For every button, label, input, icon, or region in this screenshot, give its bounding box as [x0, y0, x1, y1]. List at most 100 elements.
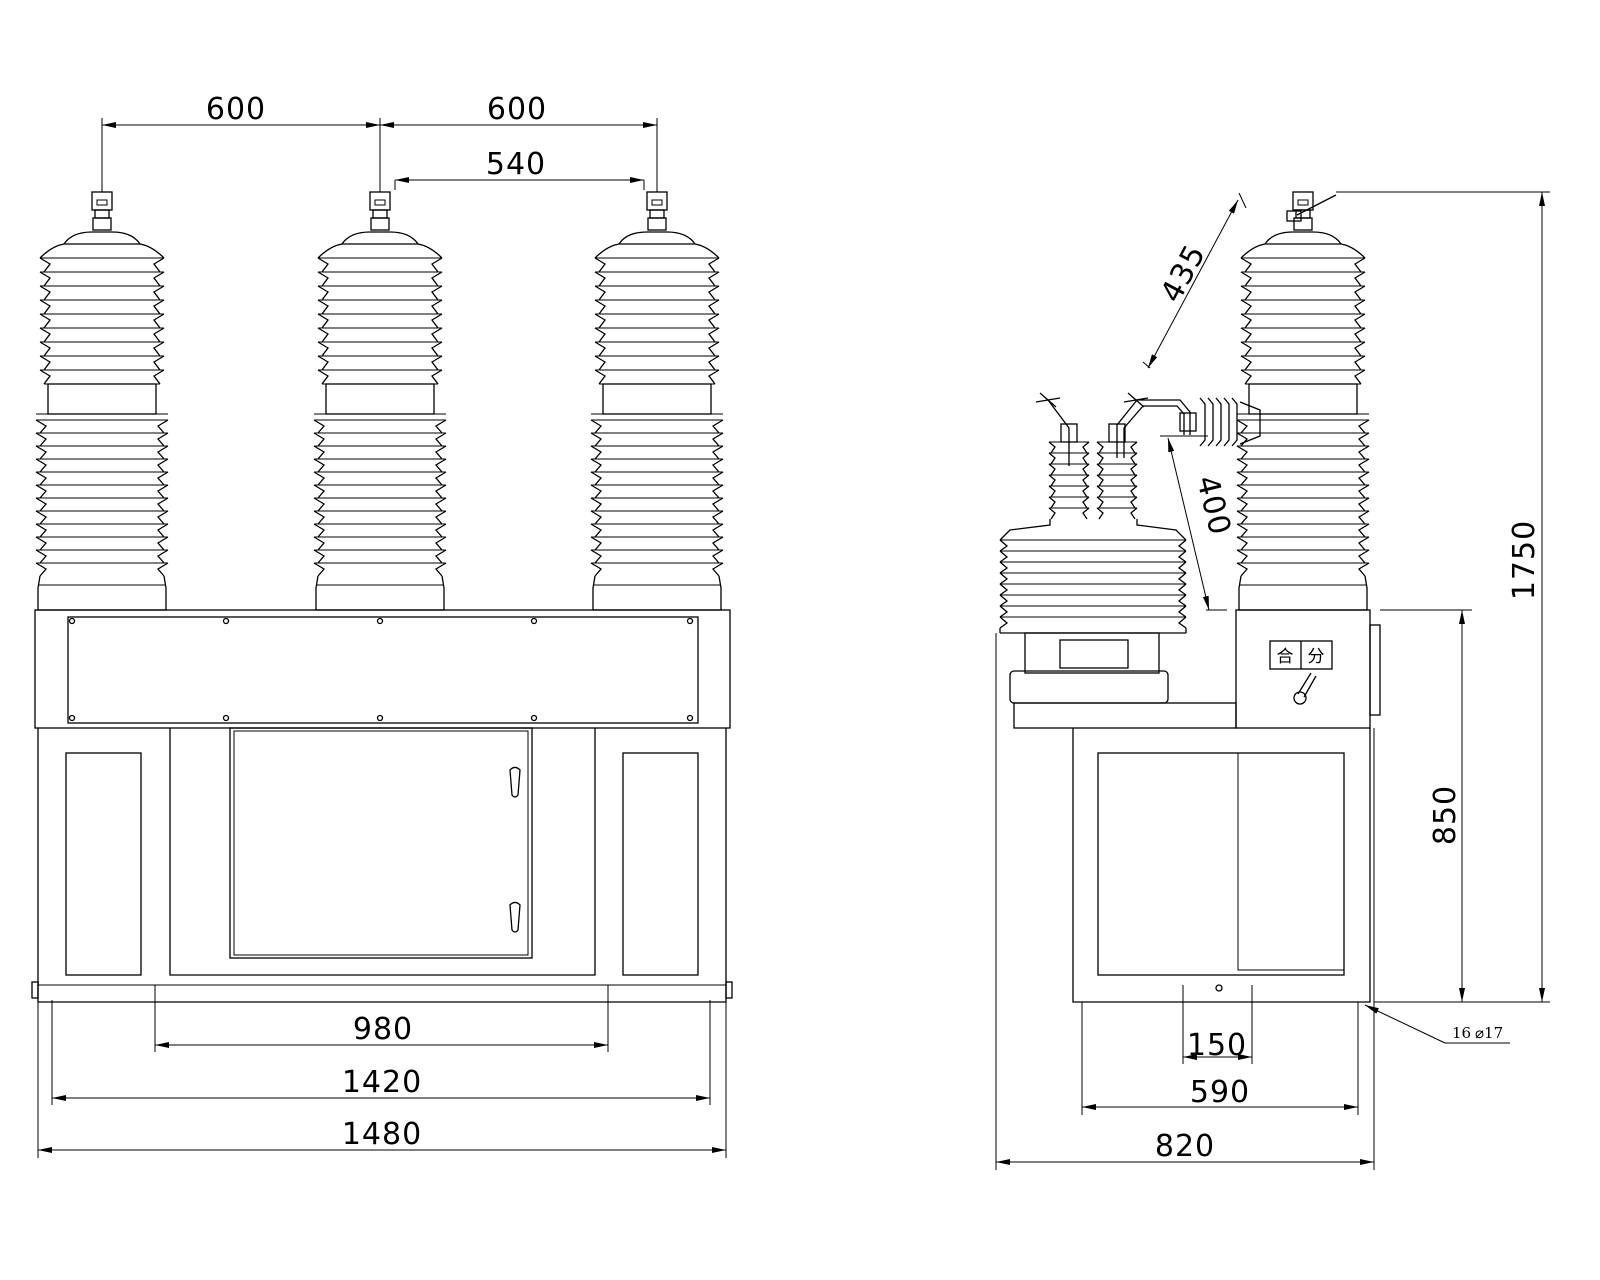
side-frame [1072, 728, 1371, 1003]
shed [313, 471, 447, 486]
shed [317, 327, 443, 343]
shed [35, 471, 169, 486]
terminal-slot [651, 199, 663, 206]
shed [35, 510, 169, 525]
shed [590, 497, 724, 512]
shed [1236, 523, 1370, 538]
shed [35, 523, 169, 538]
side-top-terminal [1286, 194, 1337, 222]
shed [317, 299, 443, 315]
ct-shed [1048, 496, 1090, 509]
shed [1240, 355, 1366, 371]
shed [39, 271, 165, 287]
panel-bolt [686, 714, 694, 722]
dim-overall-height: 1750 [1336, 191, 1550, 1003]
door-handle-upper [509, 766, 521, 798]
dim-lead-length: 435 [1142, 192, 1247, 369]
ct-shed [1096, 452, 1138, 465]
shed [1236, 510, 1370, 525]
bushing-shed [1223, 397, 1230, 447]
panel-bolt [222, 617, 230, 625]
panel-bolt [376, 714, 384, 722]
ct-shed [999, 583, 1187, 596]
shed [1240, 299, 1366, 315]
dim-1480: 1480 [342, 1117, 422, 1152]
shed [313, 432, 447, 447]
insulator-top-shed [594, 243, 720, 259]
cabinet-door-inner [233, 730, 529, 956]
dim-600-left: 600 [206, 92, 266, 127]
shed [313, 562, 447, 577]
insulator-top-dome [618, 231, 696, 245]
terminal-cap [646, 191, 668, 211]
shed [1236, 562, 1370, 577]
dim-400: 400 [1189, 472, 1238, 539]
left-cutout [65, 752, 142, 976]
shed [39, 327, 165, 343]
terminal-stud [372, 209, 388, 219]
shed [39, 285, 165, 301]
side-inner-panel [1237, 752, 1345, 971]
shed [590, 484, 724, 499]
right-foot-bolt [725, 981, 733, 999]
ct-shed [1048, 452, 1090, 465]
ct-shed [1048, 485, 1090, 498]
ct-shed [1048, 463, 1090, 476]
insulator-top-shed [39, 243, 165, 259]
dim-hole-spacing: 150 [1182, 985, 1253, 1064]
ct-shed [999, 550, 1187, 563]
shed [1236, 432, 1370, 447]
insulator-collar [325, 383, 435, 415]
insulator-collar [602, 383, 712, 415]
shed [317, 271, 443, 287]
insulator-top-shed [1240, 243, 1366, 259]
dim-mount-spacing: 980 [154, 985, 609, 1052]
ct-shed [999, 616, 1187, 629]
ct-shed [1048, 441, 1090, 454]
panel-bolt [530, 617, 538, 625]
dim-435: 435 [1154, 239, 1213, 309]
ct-base-upper [1024, 632, 1160, 674]
shed [313, 458, 447, 473]
shed [313, 536, 447, 551]
panel-bolts [68, 617, 694, 722]
shed [1240, 341, 1366, 357]
dim-1750: 1750 [1507, 520, 1542, 600]
dim-inner-width: 1420 [51, 1000, 711, 1105]
insulator-collar [1248, 383, 1358, 415]
shed [317, 257, 443, 273]
shed [39, 299, 165, 315]
horizontal-bushing [1179, 397, 1261, 447]
shed [313, 523, 447, 538]
dim-frame-height: 850 [1380, 609, 1472, 1002]
shed [317, 369, 443, 385]
dim-150: 150 [1187, 1028, 1247, 1063]
shed [39, 341, 165, 357]
shed [317, 341, 443, 357]
shed [35, 445, 169, 460]
shed [1236, 419, 1370, 434]
shed [35, 419, 169, 434]
cabinet-door [229, 727, 533, 959]
ct-shoulder [999, 519, 1187, 541]
terminal-slot [96, 199, 108, 206]
terminal-nut [92, 217, 112, 231]
terminal-cap [369, 191, 391, 211]
shed [313, 549, 447, 564]
shed [317, 355, 443, 371]
shed [1240, 257, 1366, 273]
shed [317, 285, 443, 301]
shed [594, 313, 720, 329]
ct-base-plinth [1009, 670, 1169, 704]
shed [1236, 445, 1370, 460]
terminal-stud [649, 209, 665, 219]
ct-shed [999, 539, 1187, 552]
insulator-top-dome [341, 231, 419, 245]
ct-shed [1048, 507, 1090, 520]
hole-callout: 16 ⌀17 [1364, 1004, 1510, 1044]
lead-conductors [1035, 392, 1191, 466]
insulator-base [315, 575, 445, 611]
dim-overall-depth: 820 [995, 633, 1375, 1170]
insulator-base [1238, 575, 1368, 611]
hole-count: 16 [1452, 1024, 1471, 1042]
